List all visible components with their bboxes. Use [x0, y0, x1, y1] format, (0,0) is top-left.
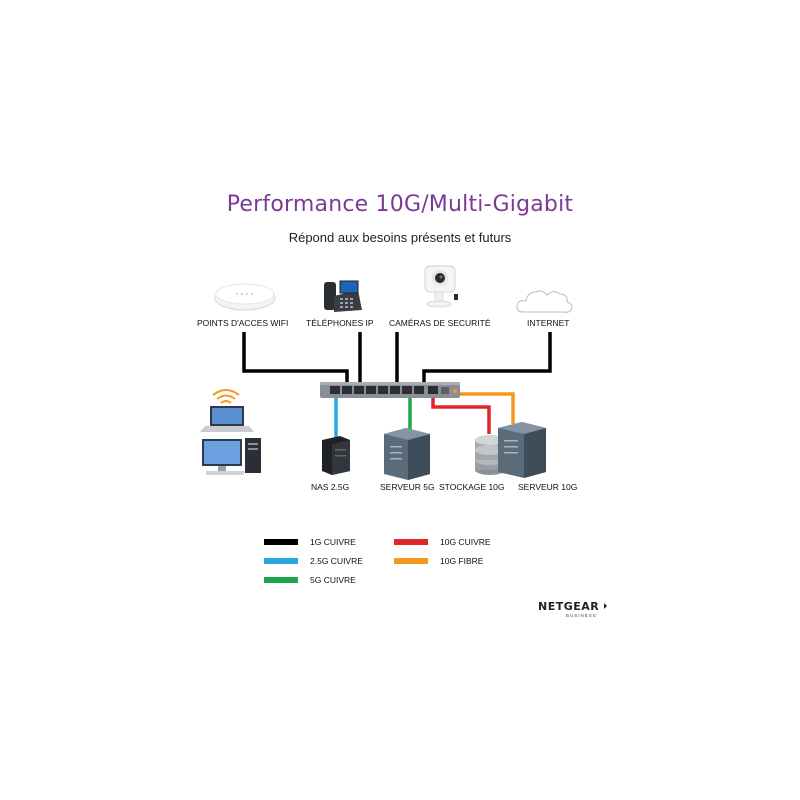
legend-label: 10G FIBRE: [440, 556, 484, 566]
connection-lines: [242, 332, 552, 438]
computer-workstation-icon: [200, 389, 261, 475]
legend-label: 2.5G CUIVRE: [310, 556, 363, 566]
brand-logo: NETGEAR: [538, 600, 600, 613]
netgear-logo-mark: [604, 603, 607, 609]
label-server-10g: SERVEUR 10G: [518, 482, 578, 492]
link-wifi: [242, 332, 349, 392]
server-icon: [384, 428, 430, 480]
legend-label: 1G CUIVRE: [310, 537, 356, 547]
legend-swatch-2-5g-copper: [264, 558, 298, 564]
wifi-access-point-icon: [214, 283, 276, 311]
diagram-subtitle: Répond aux besoins présents et futurs: [288, 230, 512, 245]
legend-label: 10G CUIVRE: [440, 537, 491, 547]
legend-label: 5G CUIVRE: [310, 575, 356, 585]
legend-item: 10G FIBRE: [394, 556, 544, 566]
brand-tagline: BUSINESS: [566, 613, 597, 618]
label-nas: NAS 2.5G: [311, 482, 350, 492]
cloud-icon: [516, 290, 573, 313]
label-security-cameras: CAMÉRAS DE SECURITÉ: [389, 318, 491, 328]
server-icon: [498, 422, 546, 478]
storage-database-icon: [475, 435, 505, 475]
nas-icon: [322, 436, 350, 475]
legend-item: 2.5G CUIVRE: [264, 556, 414, 566]
link-server-10g: [456, 392, 515, 424]
security-camera-icon: [424, 265, 458, 308]
ip-phone-icon: [324, 280, 362, 312]
legend-item: 10G CUIVRE: [394, 537, 544, 547]
diagram-title: Performance 10G/Multi-Gigabit: [226, 192, 574, 217]
legend-swatch-10g-fiber: [394, 558, 428, 564]
label-server-5g: SERVEUR 5G: [380, 482, 435, 492]
label-wifi-access-points: POINTS D'ACCES WIFI: [197, 318, 289, 328]
label-storage-10g: STOCKAGE 10G: [439, 482, 505, 492]
legend-item: 1G CUIVRE: [264, 537, 414, 547]
link-storage-10g: [431, 396, 491, 434]
label-ip-phones: TÉLÉPHONES IP: [306, 318, 374, 328]
legend-swatch-5g-copper: [264, 577, 298, 583]
link-internet: [422, 332, 552, 392]
legend-swatch-10g-copper: [394, 539, 428, 545]
network-switch: [320, 382, 460, 398]
legend-item: 5G CUIVRE: [264, 575, 414, 585]
label-internet: INTERNET: [527, 318, 570, 328]
legend-swatch-1g-copper: [264, 539, 298, 545]
